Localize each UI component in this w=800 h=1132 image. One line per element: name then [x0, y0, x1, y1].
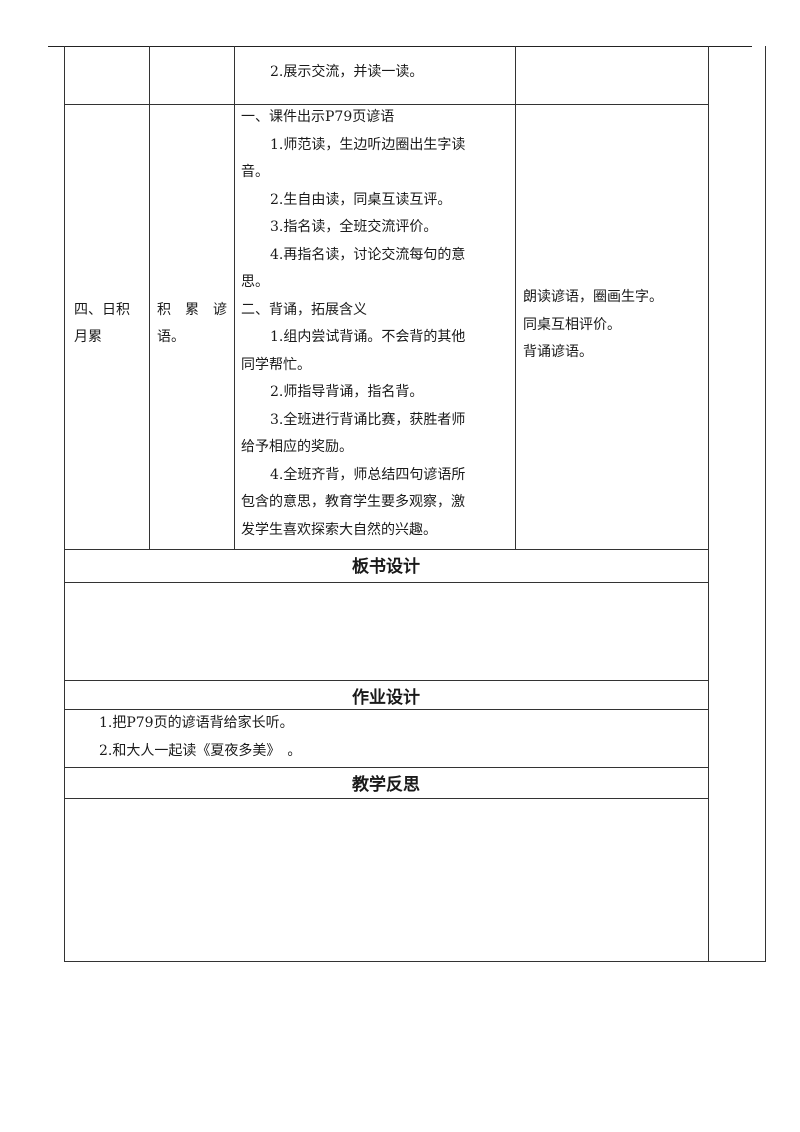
student-line: 同桌互相评价。: [523, 317, 621, 333]
teaching-reflection-title: 教学反思: [352, 775, 420, 795]
teacher-line: 音。: [241, 164, 269, 180]
goal-line: 语。: [157, 329, 185, 345]
homework-item: 2.和大人一起读《夏夜多美》 。: [99, 743, 302, 759]
right-margin-column: [708, 46, 766, 962]
homework-top-divider: [64, 680, 708, 681]
stage-line: 四、日积: [74, 302, 130, 318]
teacher-line: 3.指名读，全班交流评价。: [270, 219, 438, 235]
teacher-line: 思。: [241, 274, 269, 290]
column-divider-1: [149, 46, 150, 549]
homework-title-divider: [64, 709, 708, 710]
teacher-line: 2.师指导背诵，指名背。: [270, 384, 424, 400]
teacher-line: 1.组内尝试背诵。不会背的其他: [270, 329, 466, 345]
board-title-divider: [64, 582, 708, 583]
column-divider-3: [515, 46, 516, 549]
teacher-line: 1.师范读，生边听边圈出生字读: [270, 137, 466, 153]
homework-title: 作业设计: [352, 688, 420, 708]
teacher-line: 4.全班齐背，师总结四句谚语所: [270, 467, 466, 483]
teacher-line: 2.生自由读，同桌互读互评。: [270, 192, 452, 208]
column-divider-2: [234, 46, 235, 549]
teacher-line: 包含的意思，教育学生要多观察，激: [241, 494, 465, 510]
board-design-title: 板书设计: [352, 557, 420, 577]
top-row-process-text: 2.展示交流，并读一读。: [270, 64, 424, 80]
row-divider-top: [64, 104, 708, 105]
lesson-plan-table: [64, 46, 708, 962]
teacher-line: 二、背诵，拓展含义: [241, 302, 367, 318]
goal-line: 积 累 谚: [157, 302, 227, 318]
row-divider-step4: [64, 549, 708, 550]
student-line: 背诵谚语。: [523, 344, 593, 360]
reflection-top-divider: [64, 767, 708, 768]
teacher-line: 同学帮忙。: [241, 357, 311, 373]
reflection-title-divider: [64, 798, 708, 799]
teacher-line: 4.再指名读，讨论交流每句的意: [270, 247, 466, 263]
top-rule: [48, 46, 752, 47]
teacher-line: 给予相应的奖励。: [241, 439, 353, 455]
teacher-line: 一、课件出示P79页谚语: [241, 109, 395, 125]
student-line: 朗读谚语，圈画生字。: [523, 289, 663, 305]
homework-item: 1.把P79页的谚语背给家长听。: [99, 715, 294, 731]
stage-line: 月累: [74, 329, 102, 345]
teacher-line: 发学生喜欢探索大自然的兴趣。: [241, 522, 437, 538]
teacher-line: 3.全班进行背诵比赛，获胜者师: [270, 412, 466, 428]
